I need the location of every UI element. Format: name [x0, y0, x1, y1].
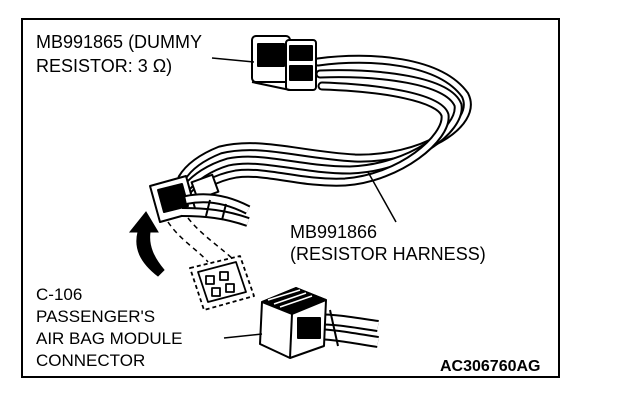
connector-label-line2: PASSENGER'S: [36, 307, 156, 326]
c106-connector: [259, 287, 379, 359]
resistor-harness-label-line2: (RESISTOR HARNESS): [290, 244, 486, 264]
leader-c106-connector: [223, 333, 263, 339]
dummy-resistor-label-line1: MB991865 (DUMMY: [36, 32, 203, 52]
connector-label-line3: AIR BAG MODULE: [36, 329, 183, 348]
leader-dummy-resistor: [211, 57, 255, 63]
connection-guide-lines: [167, 217, 237, 263]
connector-label-line1: C-106: [36, 285, 83, 304]
resistor-harness-label-line1: MB991866: [290, 222, 378, 242]
resistor-harness-wires: [177, 54, 472, 199]
figure-code: AC306760AG: [440, 358, 541, 375]
connector-label-line4: CONNECTOR: [36, 351, 146, 370]
dummy-resistor-label-line2: RESISTOR: 3 Ω): [36, 56, 173, 76]
connect-direction-arrow: [128, 211, 165, 277]
harness-connector: [149, 173, 251, 227]
figure-frame: [21, 18, 560, 378]
dummy-resistor: [251, 35, 317, 91]
air-bag-module-connector: [189, 255, 255, 311]
leader-resistor-harness: [367, 171, 397, 223]
